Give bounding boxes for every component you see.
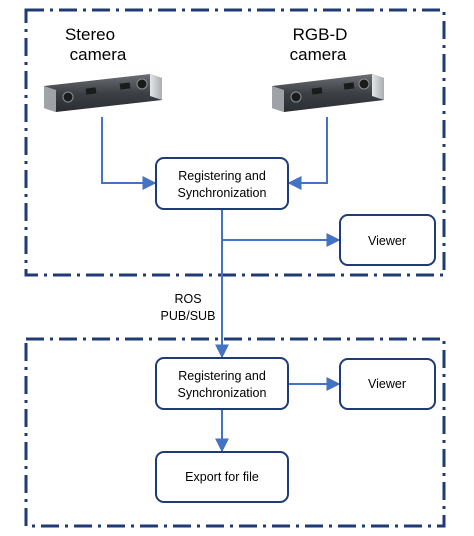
- rgbd-camera-image: [272, 74, 384, 112]
- top-panel-frame: [24, 8, 446, 277]
- rgbd-to-sync-arrow: [287, 117, 328, 190]
- top-sync-node-line1: Registering and: [178, 169, 266, 183]
- top-viewer-node: Viewer: [339, 214, 436, 266]
- rgbd-camera-label-line1: RGB-D: [293, 25, 348, 44]
- export-node-label: Export for file: [185, 470, 259, 484]
- bottom-sync-node: Registering and Synchronization: [155, 357, 289, 410]
- top-sync-node-line2: Synchronization: [178, 186, 267, 200]
- export-node: Export for file: [155, 451, 289, 503]
- stereo-to-sync-arrow: [101, 117, 157, 190]
- bottom-panel-frame: [24, 337, 446, 528]
- bottom-viewer-node-label: Viewer: [368, 377, 406, 391]
- bottom-viewer-node: Viewer: [339, 358, 436, 410]
- stereo-camera-image: [44, 74, 162, 112]
- pub-sub-label: PUB/SUB: [161, 309, 216, 323]
- top-sync-node: Registering and Synchronization: [155, 157, 289, 210]
- bottom-sync-node-line2: Synchronization: [178, 386, 267, 400]
- rgbd-camera-label-line2: camera: [290, 45, 347, 64]
- stereo-camera-label-line1: Stereo: [65, 25, 115, 44]
- top-viewer-node-label: Viewer: [368, 234, 406, 248]
- bottom-sync-node-line1: Registering and: [178, 369, 266, 383]
- ros-label: ROS: [174, 292, 201, 306]
- stereo-camera-label-line2: camera: [70, 45, 127, 64]
